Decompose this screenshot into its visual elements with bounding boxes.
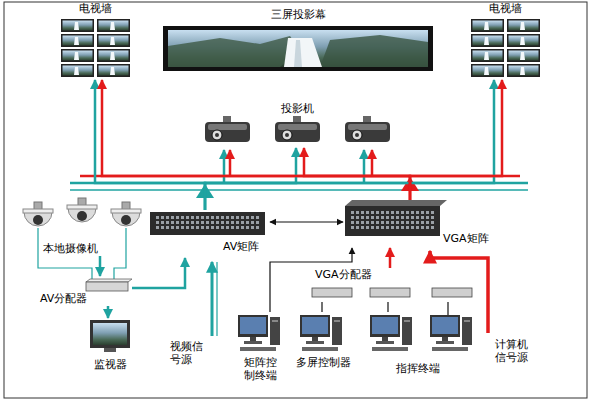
signal-line — [410, 80, 502, 200]
vga-matrix: VGA矩阵 — [343, 200, 493, 248]
device-label: AV矩阵 — [223, 240, 270, 253]
signal-line — [99, 256, 102, 276]
signal-line — [132, 258, 185, 288]
tv-wall: 电视墙 — [465, 2, 545, 80]
signal-line — [205, 80, 494, 210]
device-label: 投影机 — [195, 102, 400, 115]
device-label: VGA分配器 — [315, 268, 395, 281]
monitor: 监视器 — [80, 318, 140, 372]
device-label: VGA矩阵 — [443, 232, 493, 245]
projector-group: 投影机 — [195, 102, 400, 148]
camera-group: 本地摄像机 — [15, 190, 155, 256]
device-label: 电视墙 — [465, 2, 545, 15]
signal-line — [107, 306, 110, 318]
av-distributor: AV分配器 — [40, 276, 132, 306]
signal-line — [270, 248, 352, 312]
signal-source-label: 视频信号源 — [170, 340, 206, 366]
device-label: 多屏控制器 — [292, 356, 354, 369]
signal-line — [102, 80, 410, 200]
device-label: 电视墙 — [55, 2, 135, 15]
tv-wall: 电视墙 — [55, 2, 135, 80]
av-matrix: AV矩阵 — [148, 210, 270, 258]
signal-line — [95, 80, 205, 210]
multi-screen-controller: 多屏控制器 — [292, 312, 354, 370]
signal-line — [304, 148, 410, 200]
vga-distributor: VGA分配器 — [305, 268, 477, 302]
signal-line — [389, 248, 392, 268]
device-label: AV分配器 — [40, 292, 100, 305]
device-label: 三屏投影幕 — [160, 8, 436, 21]
signal-source-label: 计算机信号源 — [495, 338, 531, 364]
signal-line — [387, 302, 388, 312]
signal-line — [205, 148, 296, 210]
signal-line — [270, 221, 343, 222]
projection-screen: 三屏投影幕 — [160, 8, 436, 72]
device-label: 本地摄像机 — [30, 242, 110, 255]
control-terminal: 矩阵控制终端 — [232, 312, 288, 384]
signal-line — [321, 302, 322, 312]
device-label: 指挥终端 — [362, 362, 474, 375]
device-label: 矩阵控制终端 — [242, 356, 278, 382]
device-label: 监视器 — [80, 358, 140, 371]
command-terminal: 指挥终端 — [362, 312, 474, 376]
